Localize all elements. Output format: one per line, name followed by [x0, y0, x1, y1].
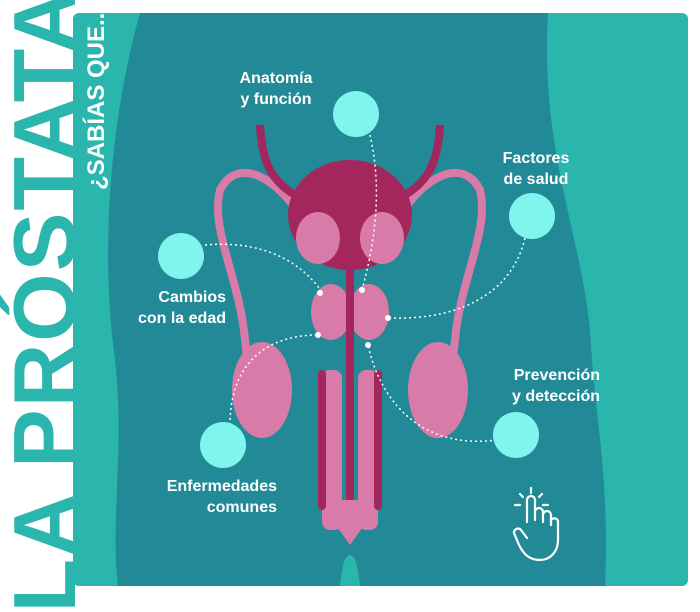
- label-line: Factores: [502, 150, 570, 167]
- hotspot-enfermedades[interactable]: [200, 422, 246, 468]
- label-line: Prevención: [513, 367, 600, 384]
- label-line: y detección: [511, 388, 600, 405]
- hotspot-prevencion[interactable]: [493, 412, 539, 458]
- urethra: [346, 270, 354, 540]
- hotspot-factores[interactable]: [509, 193, 555, 239]
- subtitle: ¿SABÍAS QUE...: [83, 5, 110, 191]
- label-line: de salud: [503, 171, 569, 188]
- label-cambios[interactable]: Cambios con la edad: [106, 287, 226, 329]
- label-anatomia[interactable]: Anatomía y función: [228, 68, 324, 110]
- ureters: [256, 124, 444, 199]
- label-line: Enfermedades: [166, 478, 277, 495]
- connector-lines: [204, 134, 526, 442]
- prostate: [311, 284, 389, 340]
- label-line: con la edad: [137, 310, 226, 327]
- hand-pointer-icon: [512, 486, 560, 562]
- hotspot-anatomia[interactable]: [333, 91, 379, 137]
- label-enfermedades[interactable]: Enfermedades comunes: [127, 476, 277, 518]
- label-line: Cambios: [158, 289, 226, 306]
- label-line: y función: [240, 91, 312, 108]
- label-line: comunes: [206, 499, 277, 516]
- label-line: Anatomía: [239, 70, 313, 87]
- label-factores[interactable]: Factores de salud: [488, 148, 584, 190]
- label-prevencion[interactable]: Prevención y detección: [470, 365, 600, 407]
- testes: [232, 342, 468, 438]
- hotspot-cambios[interactable]: [158, 233, 204, 279]
- penis: [318, 370, 382, 545]
